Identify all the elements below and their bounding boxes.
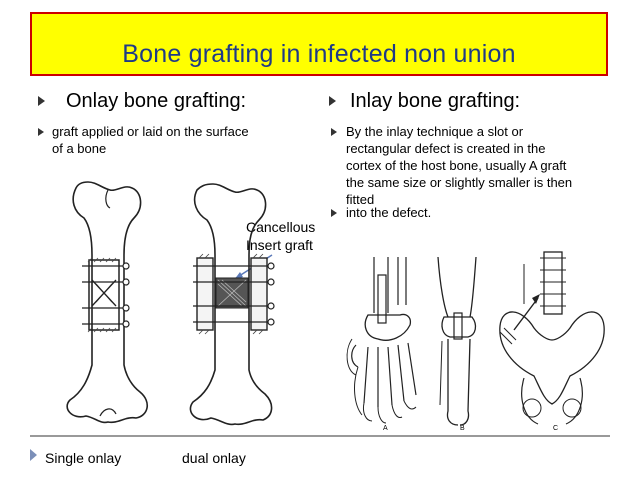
- cancellous-annotation: Cancellous Insert graft: [246, 218, 315, 254]
- bullet-arrow-icon: [38, 96, 45, 106]
- bullet-arrow-icon: [331, 128, 337, 136]
- dual-onlay-bone-illustration: [189, 183, 275, 426]
- figure-label-a: A: [383, 425, 388, 432]
- inlay-description-line: the same size or slightly smaller is the…: [346, 175, 573, 190]
- figure-label-c: C: [553, 425, 559, 432]
- inlay-description-line: By the inlay technique a slot or: [346, 124, 524, 139]
- inlay-description-line: fitted: [346, 192, 375, 207]
- bullet-arrow-icon: [38, 128, 44, 136]
- annotation-line: Insert graft: [246, 237, 313, 253]
- onlay-description-line: graft applied or laid on the surface: [52, 124, 249, 139]
- inlay-description: By the inlay technique a slot or rectang…: [346, 123, 572, 208]
- title-banner: Bone grafting in infected non union: [30, 12, 608, 76]
- inlay-foot-illustration: [346, 257, 417, 424]
- inlay-description-line: cortex of the host bone, usually A graft: [346, 158, 567, 173]
- footer-divider: [30, 435, 610, 437]
- dual-onlay-caption: dual onlay: [182, 450, 246, 466]
- single-onlay-caption: Single onlay: [45, 450, 122, 466]
- onlay-description-line: of a bone: [52, 141, 107, 156]
- slide-title: Bone grafting in infected non union: [122, 40, 516, 68]
- figure-label-b: B: [460, 425, 465, 432]
- bullet-arrow-icon: [329, 96, 336, 106]
- inlay-pelvis-illustration: [499, 251, 605, 425]
- inlay-description-line: rectangular defect is created in the: [346, 141, 546, 156]
- bullet-arrow-icon: [331, 209, 337, 217]
- inlay-leg-illustration: [437, 256, 477, 426]
- onlay-heading: Onlay bone grafting:: [66, 90, 247, 112]
- onlay-description: graft applied or laid on the surface of …: [52, 123, 249, 157]
- annotation-line: Cancellous: [246, 219, 316, 235]
- inlay-description-end: into the defect.: [346, 205, 432, 220]
- inlay-heading: Inlay bone grafting:: [350, 90, 521, 112]
- bullet-arrow-icon: [30, 449, 37, 461]
- single-onlay-bone-illustration: [66, 181, 148, 424]
